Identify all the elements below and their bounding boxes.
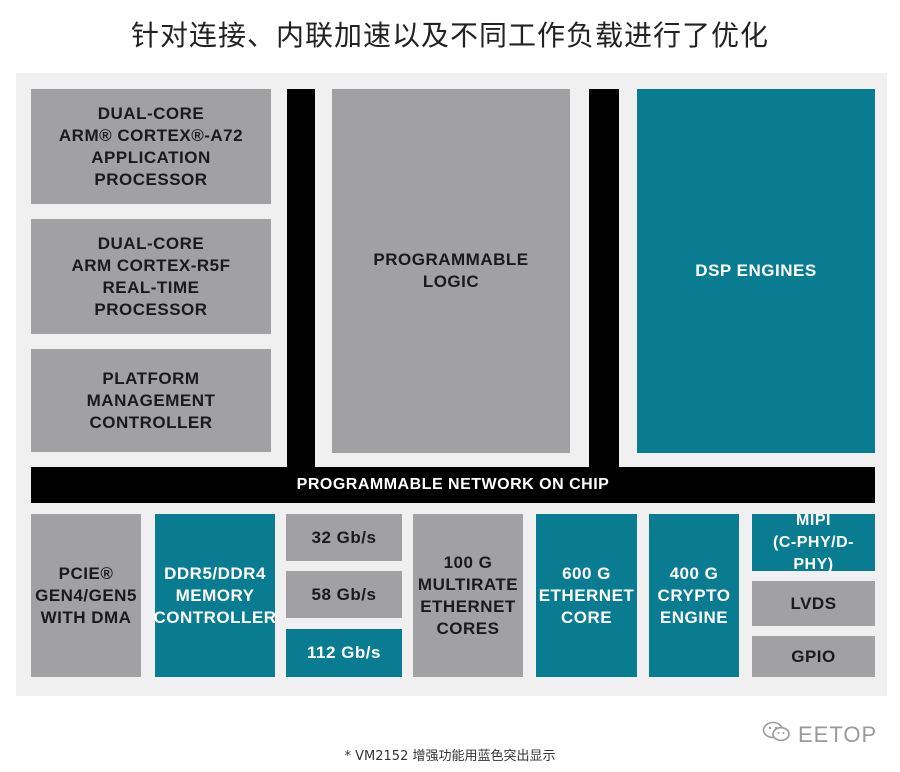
mipi-block: MIPI (C-PHY/D-PHY)	[752, 512, 875, 573]
architecture-panel: DUAL-CORE ARM® CORTEX®-A72 APPLICATION P…	[16, 73, 887, 696]
dsp-engines: DSP ENGINES	[637, 89, 875, 453]
serdes-32g: 32 Gb/s	[286, 514, 402, 561]
programmable-logic: PROGRAMMABLE LOGIC	[332, 89, 570, 453]
eetop-logo-text: EETOP	[798, 722, 878, 747]
ddr-memory-controller: DDR5/DDR4 MEMORY CONTROLLER	[153, 514, 276, 677]
programmable-network-on-chip: PROGRAMMABLE NETWORK ON CHIP	[31, 467, 875, 503]
pcie-block: PCIE® GEN4/GEN5 WITH DMA	[31, 514, 141, 677]
platform-management-controller: PLATFORM MANAGEMENT CONTROLLER	[31, 349, 271, 452]
r5f-realtime-processor: DUAL-CORE ARM CORTEX-R5F REAL-TIME PROCE…	[31, 219, 271, 334]
ethernet-core-600g: 600 G ETHERNET CORE	[536, 514, 637, 677]
lvds-block: LVDS	[752, 581, 875, 626]
connector-bar-left	[287, 89, 315, 469]
crypto-engine-400g: 400 G CRYPTO ENGINE	[649, 514, 739, 677]
footnote: * VM2152 增强功能用蓝色突出显示	[344, 749, 556, 764]
eetop-watermark: EETOP	[762, 720, 878, 750]
multirate-ethernet-cores: 100 G MULTIRATE ETHERNET CORES	[413, 514, 523, 677]
wechat-icon	[762, 720, 792, 750]
connector-bar-right	[589, 89, 619, 469]
serdes-58g: 58 Gb/s	[286, 571, 402, 618]
a72-application-processor: DUAL-CORE ARM® CORTEX®-A72 APPLICATION P…	[31, 89, 271, 204]
gpio-block: GPIO	[752, 636, 875, 677]
serdes-112g: 112 Gb/s	[286, 629, 402, 677]
diagram-title: 针对连接、内联加速以及不同工作负载进行了优化	[130, 19, 769, 52]
